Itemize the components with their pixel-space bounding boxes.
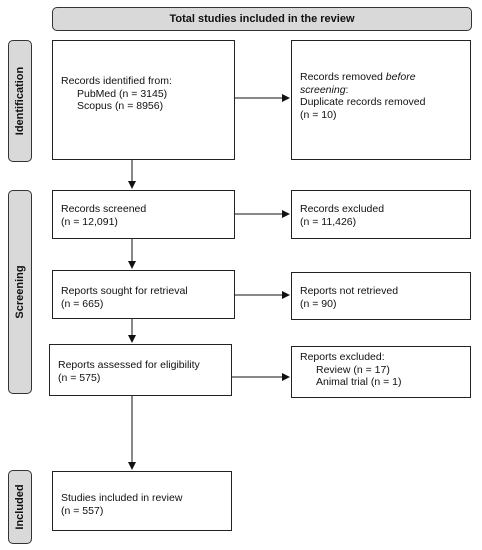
reports-excluded-animal: Animal trial (n = 1) — [316, 376, 402, 388]
phase-identification: Identification — [8, 40, 32, 162]
reports-not-retrieved-box: Reports not retrieved (n = 90) — [291, 272, 471, 320]
records-identified-title: Records identified from: — [61, 75, 172, 87]
reports-sought-box: Reports sought for retrieval (n = 665) — [52, 270, 235, 319]
records-removed-line4: (n = 10) — [300, 108, 337, 121]
studies-included-title: Studies included in review — [61, 492, 183, 504]
header-banner: Total studies included in the review — [52, 7, 472, 31]
reports-not-retrieved-title: Reports not retrieved — [300, 285, 399, 297]
reports-assessed-title: Reports assessed for eligibility — [58, 359, 200, 371]
records-identified-pubmed: PubMed (n = 3145) — [77, 87, 168, 100]
records-removed-line3: Duplicate records removed — [300, 96, 426, 108]
reports-sought-count: (n = 665) — [61, 297, 104, 310]
reports-not-retrieved-count: (n = 90) — [300, 297, 337, 310]
records-removed-line1: Records removed before — [300, 71, 416, 83]
reports-assessed-box: Reports assessed for eligibility (n = 57… — [49, 344, 232, 396]
records-screened-box: Records screened (n = 12,091) — [52, 190, 235, 239]
records-identified-box: Records identified from: PubMed (n = 314… — [52, 40, 235, 160]
records-screened-title: Records screened — [61, 203, 147, 215]
phase-included: Included — [8, 470, 32, 544]
reports-excluded-title: Reports excluded: — [300, 351, 385, 363]
phase-screening: Screening — [8, 190, 32, 394]
records-identified-scopus: Scopus (n = 8956) — [77, 100, 164, 112]
reports-sought-title: Reports sought for retrieval — [61, 285, 188, 297]
studies-included-box: Studies included in review (n = 557) — [52, 471, 232, 531]
records-removed-line2: screening: — [300, 83, 349, 96]
header-title: Total studies included in the review — [169, 13, 355, 25]
reports-excluded-box: Reports excluded: Review (n = 17) Animal… — [291, 346, 471, 398]
studies-included-count: (n = 557) — [61, 504, 104, 517]
reports-excluded-review: Review (n = 17) — [316, 363, 390, 376]
records-screened-count: (n = 12,091) — [61, 215, 118, 228]
records-excluded-box: Records excluded (n = 11,426) — [291, 190, 471, 239]
records-excluded-count: (n = 11,426) — [300, 215, 357, 228]
reports-assessed-count: (n = 575) — [58, 371, 101, 384]
records-removed-box: Records removed before screening: Duplic… — [291, 40, 471, 160]
records-excluded-title: Records excluded — [300, 203, 385, 215]
